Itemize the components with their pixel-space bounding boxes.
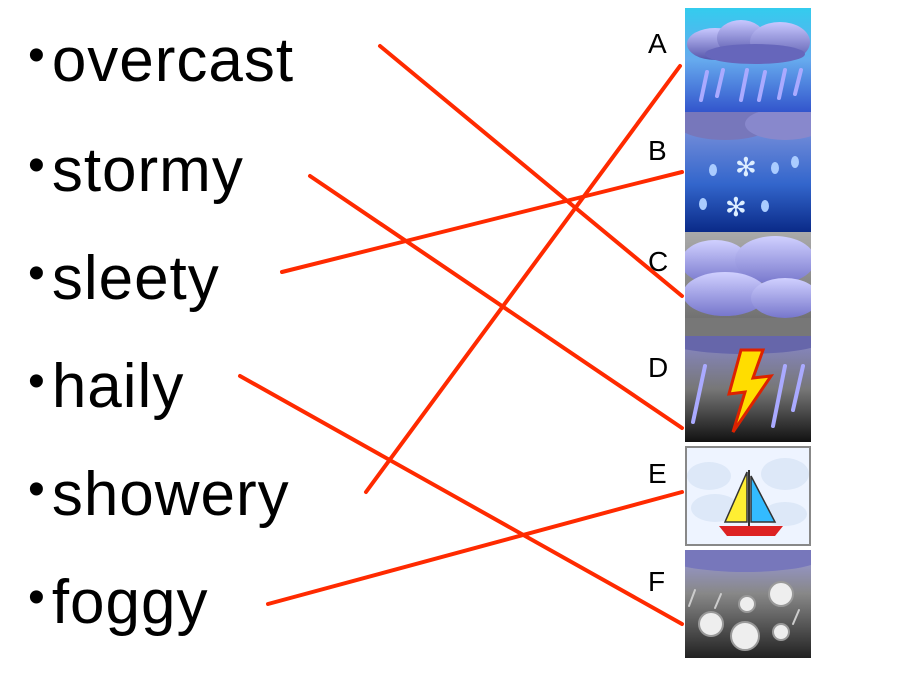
word-label: foggy bbox=[51, 568, 209, 637]
line-haily-f bbox=[238, 374, 684, 626]
word-showery[interactable]: •showery bbox=[28, 464, 290, 526]
word-sleety[interactable]: •sleety bbox=[28, 248, 220, 310]
hail-cloud-icon[interactable] bbox=[685, 550, 811, 658]
letter-f: F bbox=[648, 566, 666, 597]
bullet: • bbox=[28, 355, 46, 408]
word-foggy[interactable]: •foggy bbox=[28, 572, 208, 634]
line-foggy-e bbox=[266, 490, 684, 606]
letter-c: C bbox=[648, 246, 669, 277]
word-label: stormy bbox=[51, 136, 244, 205]
word-stormy[interactable]: •stormy bbox=[28, 140, 244, 202]
overcast-cloud-icon[interactable] bbox=[685, 232, 811, 336]
word-label: haily bbox=[51, 352, 185, 421]
letter-b: B bbox=[648, 135, 667, 166]
letter-d: D bbox=[648, 352, 669, 383]
word-label: showery bbox=[51, 460, 290, 529]
snow-cloud-icon[interactable]: ✻✻ bbox=[685, 112, 811, 232]
bullet: • bbox=[28, 247, 46, 300]
word-label: sleety bbox=[51, 244, 220, 313]
bullet: • bbox=[28, 29, 46, 82]
line-overcast-c bbox=[378, 44, 684, 298]
bullet: • bbox=[28, 571, 46, 624]
word-label: overcast bbox=[51, 26, 295, 95]
word-overcast[interactable]: •overcast bbox=[28, 30, 294, 92]
bullet: • bbox=[28, 463, 46, 516]
svg-text:✻: ✻ bbox=[725, 193, 747, 223]
letter-e: E bbox=[648, 458, 667, 489]
letter-a: A bbox=[648, 28, 667, 59]
line-stormy-d bbox=[308, 174, 684, 430]
svg-text:✻: ✻ bbox=[735, 153, 757, 183]
line-sleety-b bbox=[280, 170, 684, 274]
rain-cloud-icon[interactable] bbox=[685, 8, 811, 112]
word-haily[interactable]: •haily bbox=[28, 356, 184, 418]
line-showery-a bbox=[364, 64, 682, 494]
storm-lightning-icon[interactable] bbox=[685, 336, 811, 442]
fog-sailboat-icon[interactable] bbox=[685, 446, 811, 546]
bullet: • bbox=[28, 139, 46, 192]
